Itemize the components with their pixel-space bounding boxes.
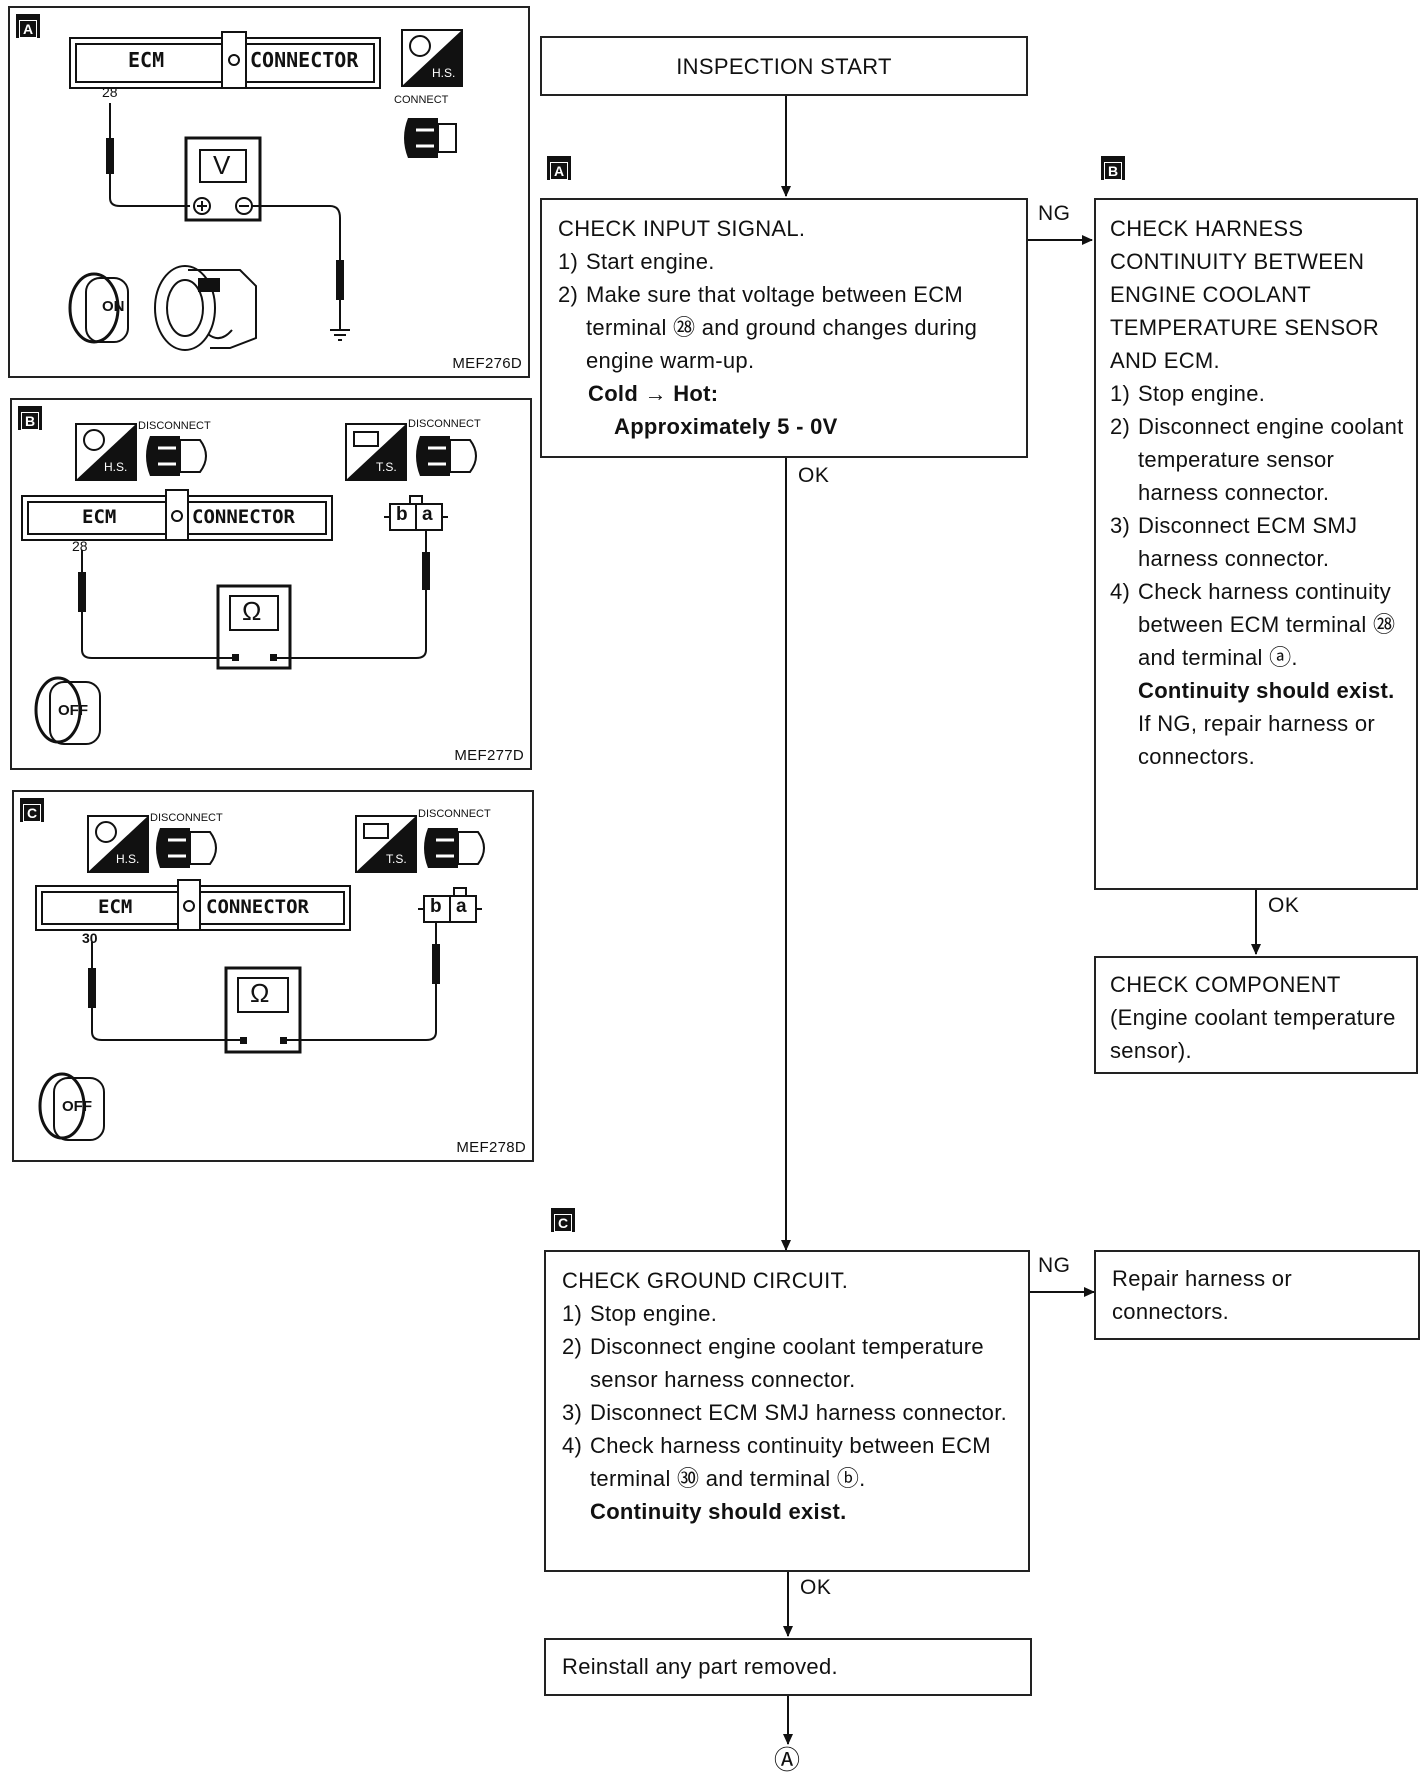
figure-code: MEF276D — [452, 355, 522, 372]
disconnect-label: DISCONNECT — [408, 418, 481, 430]
ignition-on-label: ON — [102, 298, 125, 315]
step-c-item: Stop engine. — [590, 1301, 718, 1326]
terminal-a: a — [422, 504, 433, 525]
step-c-spec: Continuity should exist. — [590, 1499, 847, 1524]
inspection-start-box: INSPECTION START — [540, 36, 1028, 96]
inspection-start-label: INSPECTION START — [676, 54, 892, 79]
disconnect-label: DISCONNECT — [138, 420, 211, 432]
step-c-item: Disconnect ECM SMJ harness connector. — [590, 1400, 1008, 1425]
step-a-item: Make sure that voltage between ECM termi… — [586, 282, 978, 373]
disconnect-label: DISCONNECT — [418, 808, 491, 820]
figure-code: MEF277D — [454, 747, 524, 764]
terminal-a: a — [456, 896, 467, 917]
repair-text: Repair harness or connectors. — [1112, 1266, 1292, 1324]
connector-label: CONNECTOR — [206, 896, 309, 918]
check-component-text: CHECK COMPONENT (Engine coolant temperat… — [1110, 972, 1396, 1063]
ok-label: OK — [1268, 894, 1300, 917]
ts-label: T.S. — [386, 852, 407, 866]
ok-label: OK — [800, 1576, 832, 1599]
step-a-spec: Approximately 5 - 0V — [614, 414, 838, 439]
panel-tag: C — [20, 798, 44, 822]
step-a-box: CHECK INPUT SIGNAL. 1)Start engine. 2)Ma… — [540, 198, 1028, 458]
hs-label: H.S. — [104, 460, 128, 474]
ng-label: NG — [1038, 202, 1071, 225]
connector-label: CONNECTOR — [192, 506, 295, 528]
ecm-label: ECM — [128, 48, 165, 72]
panel-tag: B — [18, 406, 42, 430]
connect-label: CONNECT — [394, 94, 449, 106]
end-connector-symbol: Ⓐ — [774, 1745, 801, 1775]
illustration-panel-c: C DISCONNECT DISCONNECT H.S. T.S. ECM CO… — [12, 790, 534, 1162]
step-b-box: CHECK HARNESS CONTINUITY BETWEEN ENGINE … — [1094, 198, 1418, 890]
step-c-tag: C — [551, 1208, 575, 1232]
step-a-condition: Cold → Hot: — [588, 381, 719, 406]
ohmmeter-symbol: Ω — [250, 978, 270, 1008]
ok-label: OK — [798, 464, 830, 487]
ignition-off-label: OFF — [58, 702, 88, 719]
hs-label: H.S. — [116, 852, 140, 866]
step-b-item: Disconnect engine coolant temperature se… — [1138, 414, 1404, 505]
reinstall-box: Reinstall any part removed. — [544, 1638, 1032, 1696]
ecm-label: ECM — [82, 506, 117, 528]
hs-label: H.S. — [432, 66, 456, 80]
continuity-check-diagram-c — [35, 815, 485, 1141]
check-component-box: CHECK COMPONENT (Engine coolant temperat… — [1094, 956, 1418, 1074]
step-c-item: Check harness continuity between ECM ter… — [590, 1433, 991, 1491]
panel-tag: A — [16, 14, 40, 38]
pin-number: 30 — [82, 930, 98, 946]
step-b-item: Check harness continuity between ECM ter… — [1138, 579, 1396, 670]
step-b-note: If NG, repair harness or connectors. — [1138, 711, 1376, 769]
ng-label: NG — [1038, 1254, 1071, 1277]
terminal-b: b — [396, 504, 408, 525]
terminal-b: b — [430, 896, 442, 917]
ts-label: T.S. — [376, 460, 397, 474]
voltage-check-diagram — [68, 29, 463, 351]
step-a-item: Start engine. — [586, 249, 715, 274]
step-c-title: CHECK GROUND CIRCUIT. — [562, 1268, 849, 1293]
figure-code: MEF278D — [456, 1139, 526, 1156]
ohmmeter-symbol: Ω — [242, 596, 262, 626]
ignition-off-label: OFF — [62, 1098, 92, 1115]
step-b-item: Stop engine. — [1138, 381, 1266, 406]
continuity-check-diagram-b — [21, 423, 477, 745]
step-a-tag: A — [547, 156, 571, 180]
connector-label: CONNECTOR — [250, 48, 359, 72]
step-c-box: CHECK GROUND CIRCUIT. 1)Stop engine. 2)D… — [544, 1250, 1030, 1572]
step-b-title: CHECK HARNESS CONTINUITY BETWEEN ENGINE … — [1110, 216, 1380, 373]
step-a-title: CHECK INPUT SIGNAL. — [558, 216, 806, 241]
repair-box: Repair harness or connectors. — [1094, 1250, 1420, 1340]
voltmeter-symbol: V — [213, 150, 231, 180]
pin-number: 28 — [72, 538, 88, 554]
illustration-panel-a: A ECM CONNECTOR 28 H.S. CONNECT V ON MEF… — [8, 6, 530, 378]
reinstall-text: Reinstall any part removed. — [562, 1654, 838, 1679]
step-b-item: Disconnect ECM SMJ harness connector. — [1138, 513, 1358, 571]
pin-number: 28 — [102, 84, 118, 100]
step-b-tag: B — [1101, 156, 1125, 180]
step-c-item: Disconnect engine coolant temperature se… — [590, 1334, 984, 1392]
step-b-spec: Continuity should exist. — [1138, 678, 1395, 703]
disconnect-label: DISCONNECT — [150, 812, 223, 824]
ecm-label: ECM — [98, 896, 133, 918]
illustration-panel-b: B DISCONNECT DISCONNECT H.S. T.S. ECM CO… — [10, 398, 532, 770]
